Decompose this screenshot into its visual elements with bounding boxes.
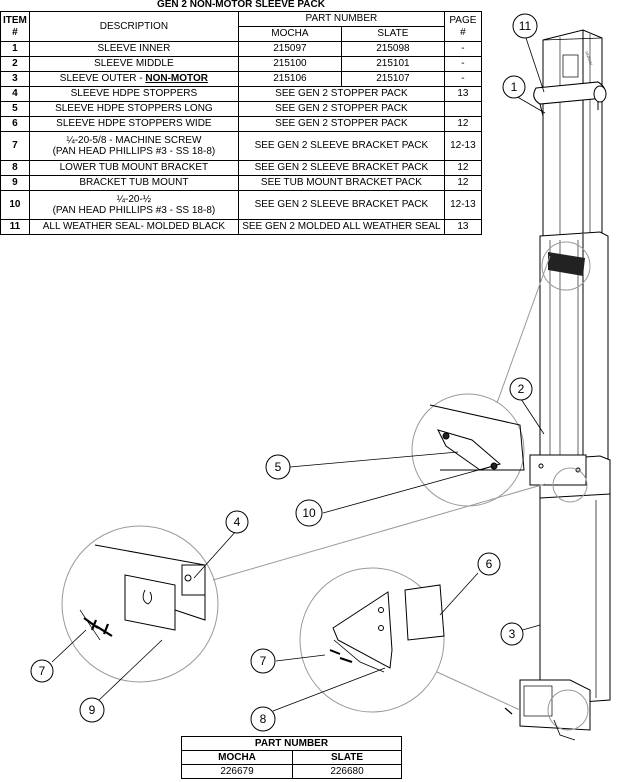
sleeve-inner: NNNNN bbox=[542, 29, 603, 243]
leader-lines bbox=[51, 34, 546, 712]
item-number: 7 bbox=[0, 131, 30, 161]
bom-header-row-1: ITEM # DESCRIPTION PART NUMBER PAGE # bbox=[0, 11, 482, 42]
desc-line2: (PAN HEAD PHILLIPS #3 - SS 18-8) bbox=[52, 205, 216, 216]
callout-11: 11 bbox=[519, 19, 532, 33]
item-header-line2: # bbox=[12, 26, 18, 38]
callout-7-left: 7 bbox=[39, 664, 46, 678]
table-row: 1 SLEEVE INNER 215097 215098 - bbox=[0, 41, 482, 57]
table-row: 7 ¼-20-5/8 - MACHINE SCREW (PAN HEAD PHI… bbox=[0, 131, 482, 161]
page-ref: 12-13 bbox=[443, 131, 482, 161]
detail-left-bracket bbox=[61, 483, 546, 683]
page-header-line2: # bbox=[460, 26, 466, 38]
item-description: ¼-20-½ (PAN HEAD PHILLIPS #3 - SS 18-8) bbox=[28, 190, 239, 220]
pn-value-row: 226679 226680 bbox=[181, 764, 402, 779]
pn-title: PART NUMBER bbox=[181, 736, 402, 751]
weather-seal bbox=[533, 81, 607, 117]
table-row: 9 BRACKET TUB MOUNT SEE TUB MOUNT BRACKE… bbox=[0, 175, 482, 191]
table-row: 11 ALL WEATHER SEAL- MOLDED BLACK SEE GE… bbox=[0, 219, 482, 235]
table-row: 2 SLEEVE MIDDLE 215100 215101 - bbox=[0, 56, 482, 72]
callout-8: 8 bbox=[260, 712, 267, 726]
part-number-table: PART NUMBER MOCHA SLATE 226679 226680 bbox=[181, 736, 402, 779]
callout-7-right: 7 bbox=[260, 654, 267, 668]
part-reference: SEE GEN 2 SLEEVE BRACKET PACK bbox=[237, 190, 445, 220]
sleeve-outer bbox=[529, 454, 611, 706]
callout-4: 4 bbox=[234, 515, 241, 529]
page-header-line1: PAGE bbox=[449, 15, 477, 26]
bom-table: GEN 2 NON-MOTOR SLEEVE PACK ITEM # DESCR… bbox=[0, 0, 482, 235]
desc-emphasis: NON-MOTOR bbox=[145, 73, 208, 85]
item-header: ITEM # bbox=[0, 11, 30, 42]
page-ref: 12 bbox=[443, 160, 482, 176]
detail-right-bracket bbox=[299, 567, 521, 713]
lower-bracket bbox=[504, 679, 591, 741]
callout-9: 9 bbox=[89, 703, 96, 717]
callout-3: 3 bbox=[509, 627, 516, 641]
page-ref: 13 bbox=[443, 219, 482, 235]
desc-line1: ¼-20-½ bbox=[116, 193, 152, 205]
pn-mocha-header: MOCHA bbox=[181, 750, 293, 765]
description-header: DESCRIPTION bbox=[28, 11, 239, 42]
part-reference: SEE GEN 2 SLEEVE BRACKET PACK bbox=[237, 131, 445, 161]
sleeve-middle bbox=[539, 231, 609, 471]
desc-line1: ¼-20-5/8 - MACHINE SCREW bbox=[66, 134, 202, 146]
callouts bbox=[30, 13, 538, 732]
desc-line2: (PAN HEAD PHILLIPS #3 - SS 18-8) bbox=[52, 146, 216, 157]
callout-10: 10 bbox=[302, 506, 316, 520]
pn-mocha-value: 226679 bbox=[181, 764, 293, 779]
pn-title-row: PART NUMBER bbox=[181, 736, 402, 751]
table-row: 10 ¼-20-½ (PAN HEAD PHILLIPS #3 - SS 18-… bbox=[0, 190, 482, 220]
callout-6: 6 bbox=[486, 557, 493, 571]
callout-2: 2 bbox=[518, 382, 525, 396]
item-header-line1: ITEM bbox=[3, 15, 27, 26]
detail-stoppers bbox=[411, 255, 551, 507]
table-row: 5 SLEEVE HDPE STOPPERS LONG SEE GEN 2 ST… bbox=[0, 101, 482, 117]
sleeve-label: NNNNN bbox=[584, 51, 594, 66]
pn-slate-header: SLATE bbox=[292, 750, 402, 765]
pn-slate-value: 226680 bbox=[292, 764, 402, 779]
callout-5: 5 bbox=[275, 460, 282, 474]
pn-header-row: MOCHA SLATE bbox=[181, 750, 402, 765]
desc-prefix: SLEEVE OUTER - bbox=[59, 73, 146, 85]
callout-1: 1 bbox=[511, 80, 518, 94]
